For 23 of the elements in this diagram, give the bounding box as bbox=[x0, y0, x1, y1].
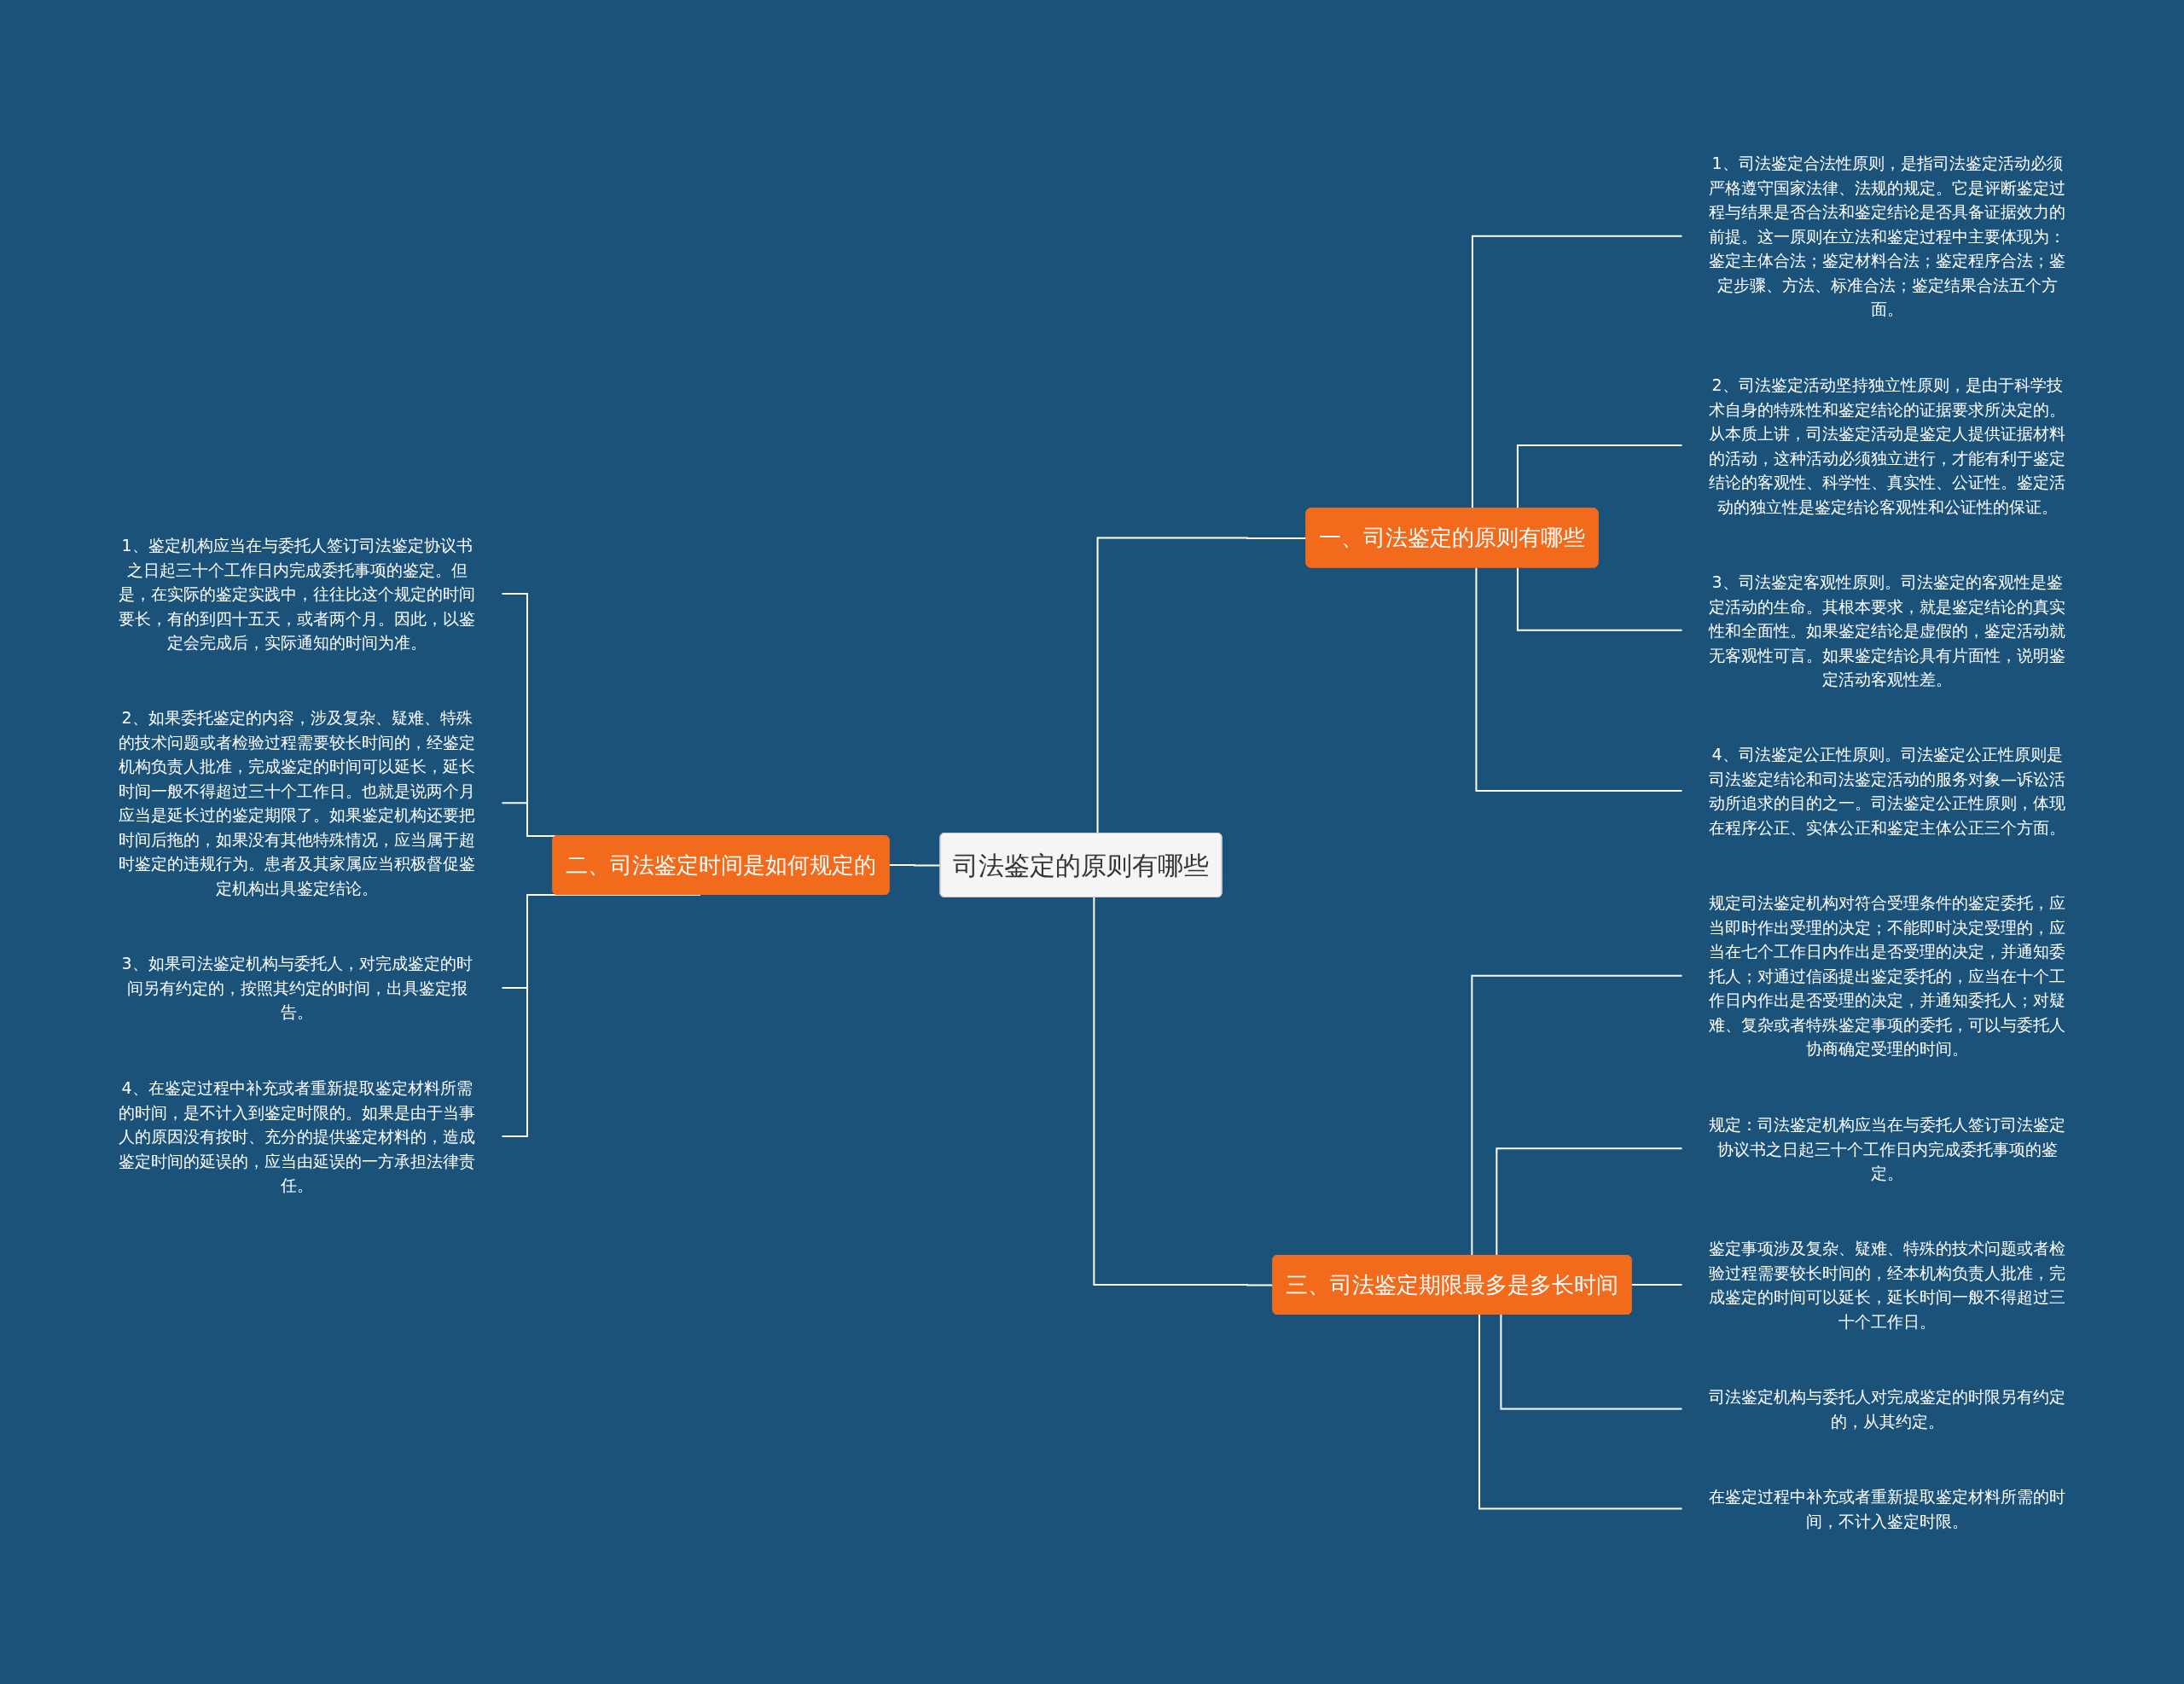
connector bbox=[1096, 537, 1308, 834]
connector bbox=[1475, 566, 1683, 792]
connector bbox=[1630, 1284, 1683, 1286]
node-text: 司法鉴定机构与委托人对完成鉴定的时限另有约定的，从其约定。 bbox=[1709, 1387, 2065, 1431]
node-text: 4、在鉴定过程中补充或者重新提取鉴定材料所需的时间，是不计入到鉴定时限的。如果是由于当事人的原因没有按时、充分的提供鉴定材料的，造成鉴定时间的延误的，应当由延误的一方承担法律责任。 bbox=[119, 1077, 475, 1194]
connector bbox=[1516, 566, 1683, 631]
node-text: 1、司法鉴定合法性原则，是指司法鉴定活动必须严格遵守国家法律、法规的规定。它是评断鉴定过程与结果是否合法和鉴定结论是否具备证据效力的前提。这一原则在立法和鉴定过程中主要体现为：鉴定主体合法；鉴定材料合法；鉴定程序合法；鉴定步骤、方法、标准合法；鉴定结果合法五个方面。 bbox=[1709, 154, 2065, 318]
connector bbox=[1500, 1314, 1683, 1410]
node-text: 2、司法鉴定活动坚持独立性原则，是由于科学技术自身的特殊性和鉴定结论的证据要求所决定的。从本质上讲，司法鉴定活动是鉴定人提供证据材料的活动，这种活动必须独立进行，才能有利于鉴定结论的客观性、科学性、真实性、公证性。鉴定活动的独立性是鉴定结论客观性和公证性的保证。 bbox=[1709, 375, 2065, 515]
node-text: 规定司法鉴定机构对符合受理条件的鉴定委托，应当即时作出受理的决定；不能即时决定受理的，应当在七个工作日内作出是否受理的决定，并通知委托人；对通过信函提出鉴定委托的，应当在十个工作日内作出是否受理的决定，并通知委托人；对疑难、复杂或者特殊鉴定事项的委托，可以与委托人协商确定受理的时间。 bbox=[1709, 893, 2065, 1058]
connector bbox=[1478, 1314, 1683, 1510]
node-text: 在鉴定过程中补充或者重新提取鉴定材料所需的时间，不计入鉴定时限。 bbox=[1709, 1487, 2065, 1530]
node-text: 1、鉴定机构应当在与委托人签订司法鉴定协议书之日起三十个工作日内完成委托事项的鉴定。但是，在实际的鉴定实践中，往往比这个规定的时间要长，有的到四十五天，或者两个月。因此，以鉴定会完成后，实际通知的时间为准。 bbox=[119, 535, 475, 652]
connector bbox=[1093, 897, 1275, 1286]
node-text: 2、如果委托鉴定的内容，涉及复杂、疑难、特殊的技术问题或者检验过程需要较长时间的，经鉴定机构负责人批准，完成鉴定的时间可以延长，延长时间一般不得超过三十个工作日。也就是说两个月应当是延长过的鉴定期限了。如果鉴定机构还要把时间后拖的，如果没有其他特殊情况，应当属于超时鉴定的违规行为。患者及其家属应当积极督促鉴定机构出具鉴定结论。 bbox=[119, 708, 475, 897]
connector bbox=[1471, 974, 1683, 1257]
node-text: 3、司法鉴定客观性原则。司法鉴定的客观性是鉴定活动的生命。其根本要求，就是鉴定结论的真实性和全面性。如果鉴定结论是虚假的，鉴定活动就无客观性可言。如果鉴定结论具有片面性，说明鉴定活动客观性差。 bbox=[1709, 572, 2065, 688]
node-text: 鉴定事项涉及复杂、疑难、特殊的技术问题或者检验过程需要较长时间的，经本机构负责人批准，完成鉴定的时间可以延长，延长时间一般不得超过三十个工作日。 bbox=[1709, 1239, 2065, 1331]
node-text: 3、如果司法鉴定机构与委托人，对完成鉴定的时间另有约定的，按照其约定的时间，出具鉴定报告。 bbox=[121, 954, 473, 1022]
node-text: 规定：司法鉴定机构应当在与委托人签订司法鉴定协议书之日起三十个工作日内完成委托事项的鉴定。 bbox=[1709, 1114, 2065, 1182]
connector bbox=[888, 864, 942, 867]
connector bbox=[1496, 1147, 1683, 1257]
node-text: 4、司法鉴定公正性原则。司法鉴定公正性原则是司法鉴定结论和司法鉴定活动的服务对象—诉讼活动所追求的目的之一。司法鉴定公正性原则，体现在程序公正、实体公正和鉴定主体公正三个方面。 bbox=[1709, 745, 2065, 837]
